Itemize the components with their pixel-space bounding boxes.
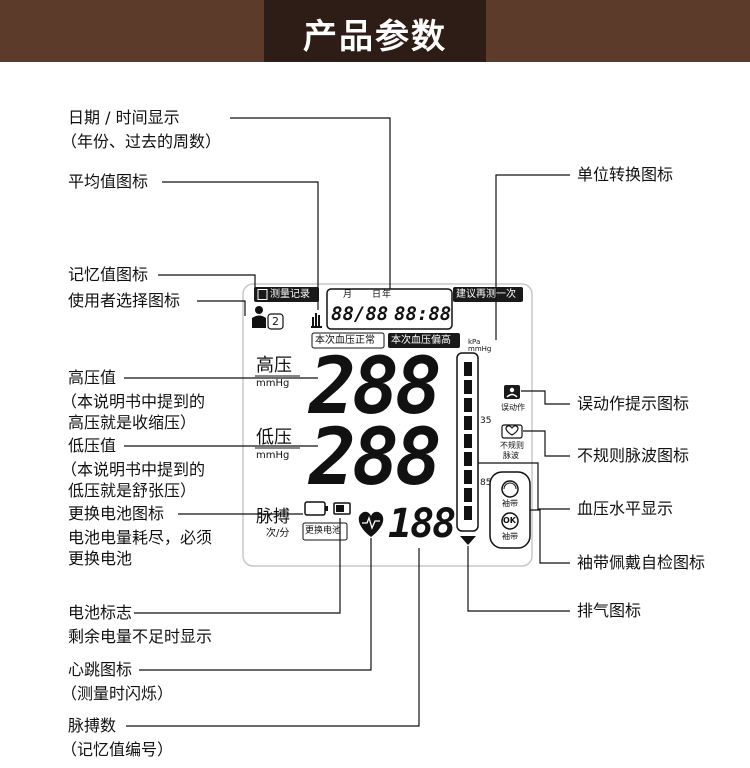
callout-replace-battery-note1: 电池电量耗尽，必须 (68, 528, 213, 547)
recommend-remeasure-label: 建议再测一次 (456, 289, 516, 300)
cuff-ok-icon (501, 512, 519, 530)
scale-35: 35 (480, 416, 492, 426)
callout-exhaust: 排气图标 (577, 601, 642, 620)
average-icon (311, 313, 322, 328)
callout-systolic-note1: （本说明书中提到的 (61, 392, 206, 411)
exhaust-icon (460, 536, 476, 545)
callout-replace-battery: 更换电池图标 (68, 504, 165, 523)
pulse-digits: 188 (388, 501, 456, 547)
bp-level-segments (464, 362, 472, 520)
diastolic-label: 低压 (256, 427, 292, 448)
systolic-label: 高压 (256, 355, 292, 376)
cuff-label-2: 袖带 (502, 532, 518, 541)
replace-battery-box (302, 522, 348, 541)
irregular-label-1: 不规则 (500, 441, 524, 450)
scale-85: 85 (480, 478, 492, 488)
kpa-label: kPa (468, 338, 481, 346)
callout-memory-icon: 记忆值图标 (68, 265, 149, 284)
day-label: 日 (372, 290, 382, 300)
callout-irregular-pulse: 不规则脉波图标 (577, 446, 690, 465)
motion-error-label: 误动作 (501, 403, 525, 412)
header-title-tab: 产品参数 (264, 0, 486, 62)
callout-heartbeat: 心跳图标 (68, 660, 133, 679)
bp-normal-tag (311, 332, 385, 349)
date-digits: 88/88 (331, 303, 389, 325)
recommend-remeasure-tag (453, 287, 523, 302)
callout-battery-mark: 电池标志 (68, 603, 133, 622)
callout-diastolic-note2: 低压就是舒张压） (68, 481, 197, 500)
diastolic-unit: mmHg (256, 450, 290, 461)
measure-record-label: 测量记录 (270, 289, 310, 300)
measure-record-tag (254, 287, 319, 302)
callout-unit-switch: 单位转换图标 (577, 165, 674, 184)
memo-icon (257, 289, 268, 300)
systolic-unit: mmHg (256, 378, 290, 389)
month-label: 月 (343, 290, 353, 300)
callout-cuff-check: 袖带佩戴自检图标 (577, 553, 706, 572)
pulse-label: 脉搏 (256, 507, 290, 527)
battery-low-icon (333, 502, 351, 515)
irregular-label-2: 脉波 (503, 451, 519, 460)
cuff-icon (501, 480, 519, 498)
callout-bp-level: 血压水平显示 (577, 499, 674, 518)
callout-diastolic: 低压值 (68, 436, 117, 455)
callout-date-time: 日期 / 时间显示 (68, 108, 180, 127)
irregular-pulse-icon (501, 424, 523, 439)
bp-high-tag (388, 333, 460, 348)
cuff-ok-label: OK (503, 516, 516, 525)
user-2-label: 2 (272, 315, 279, 328)
callout-systolic: 高压值 (68, 368, 117, 387)
callout-pulse-number-note: （记忆值编号） (61, 740, 174, 759)
callout-pulse-number: 脉搏数 (68, 716, 117, 735)
callout-diastolic-note1: （本说明书中提到的 (61, 460, 206, 479)
callout-motion-error: 误动作提示图标 (577, 394, 690, 413)
callout-date-time-note: （年份、过去的周数） (61, 132, 222, 151)
bp-normal-label: 本次血压正常 (315, 335, 375, 346)
callout-systolic-note2: 高压就是收缩压） (68, 413, 197, 432)
pulse-unit: 次/分 (266, 528, 290, 539)
systolic-digits: 288 (309, 342, 442, 432)
year-label: 年 (382, 290, 392, 300)
user-select-icon (252, 306, 284, 330)
cuff-label-1: 袖带 (502, 499, 518, 508)
replace-battery-label: 更换电池 (305, 526, 342, 536)
page-title: 产品参数 (303, 17, 447, 57)
callout-replace-battery-note2: 更换电池 (68, 549, 133, 568)
callout-average-icon: 平均值图标 (68, 172, 149, 191)
time-digits: 88:88 (394, 303, 452, 325)
bp-high-label: 本次血压偏高 (391, 335, 451, 346)
battery-icon (304, 501, 328, 516)
mmhg-small-label: mmHg (468, 345, 492, 353)
callout-heartbeat-note: （测量时闪烁） (61, 684, 174, 703)
callout-user-select-icon: 使用者选择图标 (68, 291, 181, 310)
diastolic-digits: 288 (309, 413, 442, 503)
leader-lines (124, 117, 570, 727)
callout-battery-mark-note: 剩余电量不足时显示 (68, 627, 213, 646)
